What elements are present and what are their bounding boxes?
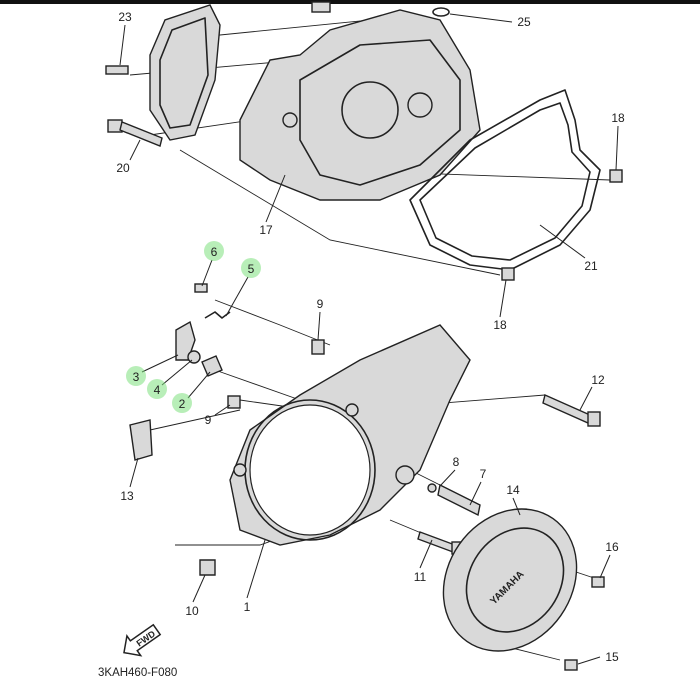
callout-11: 11 — [414, 570, 427, 584]
small-parts-group — [129, 283, 325, 461]
callout-9-top: 9 — [317, 297, 324, 311]
fwd-arrow-icon: FWD — [123, 623, 162, 657]
callout-21: 21 — [584, 259, 598, 273]
part-1-crankcase-cover — [229, 324, 471, 546]
callout-7: 7 — [480, 467, 487, 481]
callout-14: 14 — [506, 483, 520, 497]
callout-4: 4 — [154, 383, 161, 397]
callout-25: 25 — [517, 15, 531, 29]
callout-3: 3 — [133, 370, 140, 384]
callout-13: 13 — [120, 489, 134, 503]
callout-8: 8 — [453, 455, 460, 469]
bolts-group — [199, 394, 601, 576]
callout-2: 2 — [179, 397, 186, 411]
part-23-plate — [105, 4, 221, 141]
part-21-gasket — [409, 89, 623, 281]
callout-16: 16 — [605, 540, 619, 554]
callout-15: 15 — [605, 650, 619, 664]
top-border — [0, 0, 700, 4]
callout-10: 10 — [185, 604, 199, 618]
callout-9-bottom: 9 — [205, 413, 212, 427]
callout-labels: 23 25 18 20 17 21 6 5 18 9 3 4 2 9 12 13… — [116, 10, 625, 664]
callout-23: 23 — [118, 10, 132, 24]
callout-18-top: 18 — [611, 111, 625, 125]
part-17-crankcase-cover — [239, 1, 481, 201]
diagram-code: 3KAH460-F080 — [98, 667, 177, 679]
highlight-halos — [126, 241, 261, 413]
callout-20: 20 — [116, 161, 130, 175]
callout-18-bottom: 18 — [493, 318, 507, 332]
callout-17: 17 — [259, 223, 273, 237]
callout-5: 5 — [248, 262, 255, 276]
leader-lines — [119, 13, 619, 665]
callout-1: 1 — [244, 600, 251, 614]
callout-12: 12 — [591, 373, 605, 387]
callout-6: 6 — [211, 245, 218, 259]
part-20-bolt — [107, 119, 163, 147]
part-14-clutch-cover: YAMAHA — [442, 508, 605, 671]
